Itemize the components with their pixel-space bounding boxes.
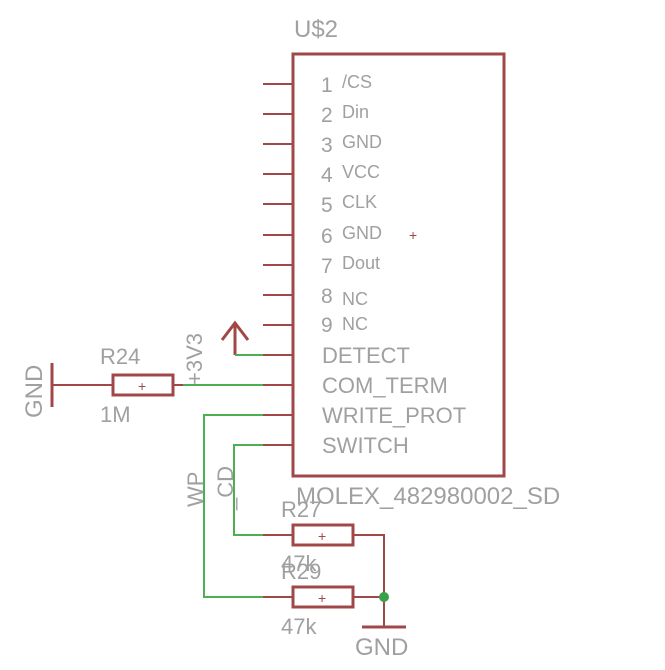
pin-label: Din	[342, 102, 369, 122]
resistor-r24-name: R24	[100, 344, 140, 369]
pin-label: SWITCH	[322, 433, 409, 458]
pin-number: 4	[321, 164, 333, 187]
pin-label: VCC	[342, 162, 380, 182]
resistor-r24-value: 1M	[100, 402, 131, 427]
resistor-r27-value: 47k	[281, 551, 317, 576]
part-value: MOLEX_482980002_SD	[296, 483, 560, 510]
r27-lead-right	[353, 534, 385, 597]
wp-net-label: WP	[183, 472, 208, 507]
pin-number: 2	[321, 104, 333, 127]
part-name: U$2	[294, 16, 338, 43]
pin-leads	[263, 83, 293, 446]
supply-label: +3V3	[182, 333, 207, 385]
pin-label: GND	[342, 223, 382, 243]
resistor-r29-value: 47k	[281, 614, 317, 639]
origin-cross: +	[409, 227, 417, 243]
resistor-r27-cross: +	[318, 528, 326, 544]
junction-dot	[379, 592, 389, 602]
pin-label: DETECT	[322, 343, 410, 368]
gnd-bottom-label: GND	[355, 634, 408, 661]
resistor-r24-cross: +	[138, 378, 146, 394]
gnd-left-symbol	[50, 363, 113, 407]
pin-number: 1	[321, 74, 333, 97]
pin-label: COM_TERM	[322, 373, 448, 398]
cd-net-label: _CD	[213, 466, 238, 511]
pin-number: 5	[321, 194, 333, 217]
pin-label: WRITE_PROT	[322, 403, 466, 428]
pin-labels: 1 /CS 2 Din 3 GND 4 VCC 5 CLK 6 GND 7 Do…	[321, 72, 466, 458]
pin-label: Dout	[342, 253, 380, 273]
pin-label: NC	[342, 314, 368, 334]
pin-number: 8	[321, 285, 333, 308]
pin-label: CLK	[342, 192, 377, 212]
supply-3v3-symbol	[220, 320, 250, 355]
pin-label: GND	[342, 132, 382, 152]
gnd-left-label: GND	[21, 365, 48, 418]
wp-wire	[203, 414, 263, 598]
pin-label: NC	[342, 289, 368, 309]
pin-number: 6	[321, 225, 333, 248]
pin-number: 7	[321, 255, 333, 278]
resistor-r29-name: R29	[281, 559, 321, 584]
resistor-r27-name: R27	[281, 497, 321, 522]
cd-wire	[233, 444, 263, 536]
pin-number: 9	[321, 314, 333, 337]
resistor-r29-cross: +	[318, 590, 326, 606]
pin-label: /CS	[342, 72, 372, 92]
pin-number: 3	[321, 134, 333, 157]
